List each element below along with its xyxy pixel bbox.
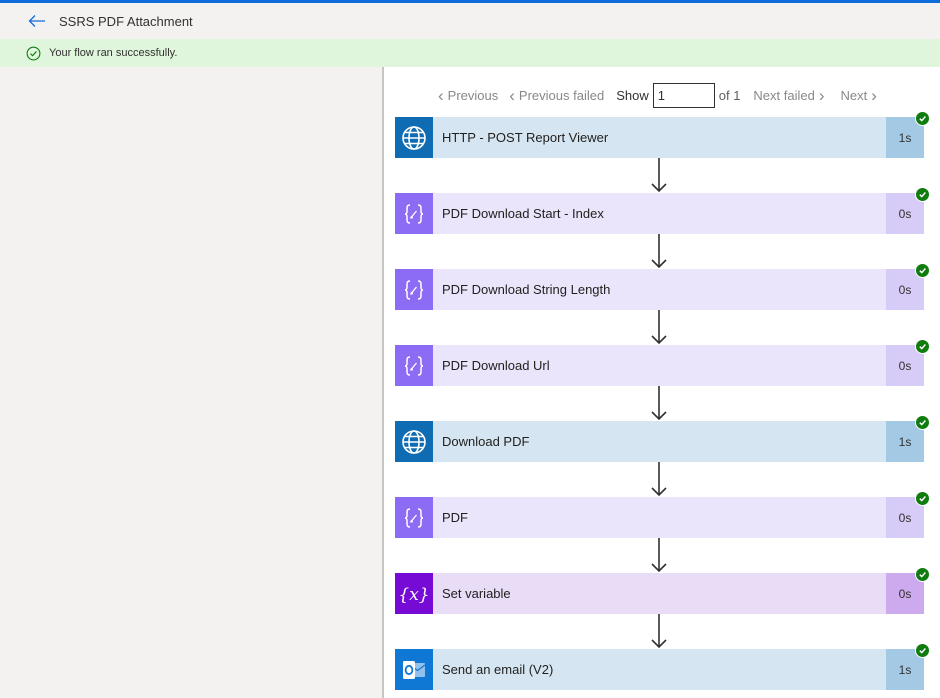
run-pager: ‹ Previous ‹ Previous failed Show of 1 N… [438,82,877,108]
iteration-input[interactable] [652,82,715,108]
previous-failed-label: Previous failed [518,87,605,103]
top-accent-bar [0,0,940,3]
step-title: PDF Download String Length [433,269,886,310]
show-label: Show [616,87,649,103]
connector-arrow-icon [649,310,669,346]
variable-icon: {x} [395,573,433,614]
success-check-icon [915,339,930,354]
globe-icon [395,421,433,462]
success-check-icon [915,111,930,126]
back-button[interactable] [27,11,47,31]
connector-arrow-icon [649,614,669,650]
connector-arrow-icon [649,386,669,422]
success-check-icon [915,491,930,506]
banner-message: Your flow ran successfully. [49,47,178,59]
success-banner: Your flow ran successfully. [0,39,940,67]
compose-icon [395,269,433,310]
chevron-left-icon: ‹ [438,85,444,105]
step-duration: 1s [886,117,924,158]
compose-icon [395,345,433,386]
globe-icon [395,117,433,158]
next-button[interactable]: Next › [841,87,877,104]
step-title: HTTP - POST Report Viewer [433,117,886,158]
chevron-right-icon: › [871,85,877,105]
compose-icon [395,497,433,538]
step-title: Download PDF [433,421,886,462]
connector-arrow-icon [649,234,669,270]
previous-failed-button[interactable]: ‹ Previous failed [509,87,604,104]
connector-arrow-icon [649,158,669,194]
step-title: PDF Download Start - Index [433,193,886,234]
success-check-icon [915,643,930,658]
chevron-right-icon: › [818,85,825,105]
flow-title: SSRS PDF Attachment [59,13,193,29]
next-failed-label: Next failed [753,87,815,103]
previous-label: Previous [447,87,499,103]
success-check-icon [915,567,930,582]
step-title: Send an email (V2) [433,649,886,690]
success-check-icon [915,187,930,202]
chevron-left-icon: ‹ [509,85,515,105]
step-title: Set variable [433,573,886,614]
connector-arrow-icon [649,462,669,498]
flow-step[interactable]: Send an email (V2)1s [395,643,930,690]
svg-text:{x}: {x} [399,585,429,605]
compose-icon [395,193,433,234]
step-title: PDF Download Url [433,345,886,386]
app-header: SSRS PDF Attachment [0,3,940,39]
success-check-icon [915,415,930,430]
outlook-icon [395,649,433,690]
iteration-total: of 1 [718,87,741,103]
success-check-icon [915,263,930,278]
connector-arrow-icon [649,538,669,574]
success-check-icon [25,45,41,61]
back-arrow-icon [28,15,45,27]
next-failed-button[interactable]: Next failed › [753,87,824,104]
step-title: PDF [433,497,886,538]
previous-button[interactable]: ‹ Previous [438,87,498,104]
next-label: Next [840,87,868,103]
step-duration: 0s [886,193,924,234]
